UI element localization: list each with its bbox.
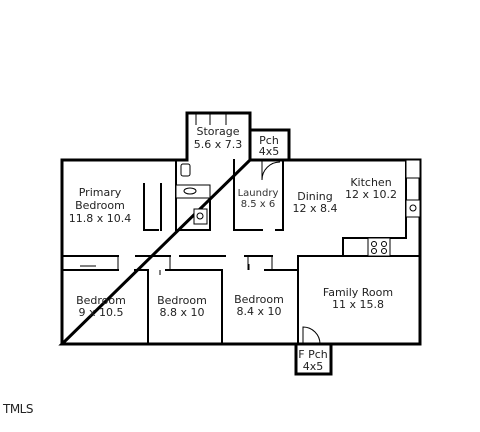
front-porch-label: F Pch <box>298 348 328 361</box>
exterior-wall <box>58 158 422 346</box>
interior-walls <box>61 159 421 345</box>
laundry-label: Laundry <box>238 188 279 199</box>
storage-dims: 5.6 x 7.3 <box>194 138 243 151</box>
sink-icon <box>193 208 208 225</box>
bedroom-2-dims: 8.8 x 10 <box>160 306 205 319</box>
watermark: TMLS <box>3 402 34 416</box>
family-room-dims: 11 x 15.8 <box>332 298 384 311</box>
front-porch-dims: 4x5 <box>303 360 324 373</box>
fridge-icon <box>405 159 421 179</box>
primary-bedroom-dims: 11.8 x 10.4 <box>69 212 132 225</box>
kitchen-dims: 12 x 10.2 <box>345 188 397 201</box>
stove-icon <box>367 237 391 257</box>
storage-label: Storage <box>196 125 239 138</box>
bedroom-3-label: Bedroom <box>234 293 284 306</box>
front-porch-wall <box>294 342 333 376</box>
storage-wall <box>185 111 252 162</box>
bedroom-3-dims: 8.4 x 10 <box>237 305 282 318</box>
bedroom-1-dims: 9 x 10.5 <box>79 306 124 319</box>
porch-dims: 4x5 <box>259 145 280 158</box>
laundry-dims: 8.5 x 6 <box>241 199 276 210</box>
dining-dims: 12 x 8.4 <box>293 202 338 215</box>
bedroom-1-label: Bedroom <box>76 294 126 307</box>
porch-wall <box>248 128 291 162</box>
primary-bedroom-label-2: Bedroom <box>75 199 125 212</box>
porch-label: Pch <box>259 134 279 147</box>
dining-label: Dining <box>297 190 333 203</box>
primary-bedroom-label-1: Primary <box>79 186 122 199</box>
toilet-icon <box>180 163 191 177</box>
bedroom-2-label: Bedroom <box>157 294 207 307</box>
kitchen-label: Kitchen <box>350 176 391 189</box>
fixtures <box>175 159 421 257</box>
doors <box>80 114 321 345</box>
family-room-label: Family Room <box>323 286 393 299</box>
kitchen-sink-icon <box>405 199 421 218</box>
